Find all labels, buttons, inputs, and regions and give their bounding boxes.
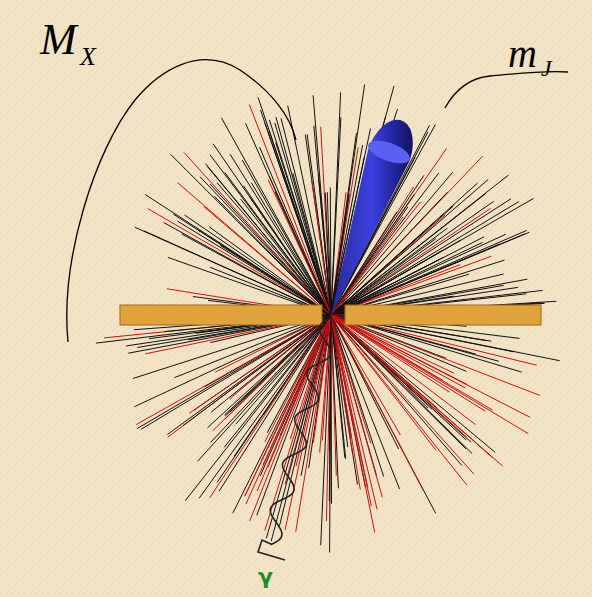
- particle-tracks: [96, 85, 560, 553]
- mass-subscript: X: [80, 44, 96, 70]
- track: [331, 315, 530, 417]
- track: [314, 126, 331, 315]
- track: [204, 207, 331, 315]
- track: [331, 315, 503, 466]
- track: [211, 315, 331, 412]
- track: [331, 315, 436, 450]
- track: [331, 315, 462, 466]
- mass-subscript: J: [541, 56, 552, 80]
- track: [331, 315, 382, 497]
- track: [331, 125, 435, 315]
- track: [296, 315, 331, 532]
- track: [331, 315, 493, 410]
- beam-pipe: [345, 305, 541, 325]
- mass-symbol: M: [40, 18, 77, 62]
- track: [171, 154, 331, 315]
- track: [331, 315, 467, 485]
- mass-symbol: m: [508, 34, 537, 74]
- track: [209, 227, 331, 315]
- track: [331, 315, 467, 437]
- beam-pipe: [120, 305, 322, 325]
- photon-label: γ: [258, 566, 273, 588]
- track: [184, 153, 331, 315]
- track: [245, 315, 331, 496]
- track: [241, 199, 331, 315]
- track: [207, 166, 331, 315]
- track: [230, 154, 331, 315]
- bracket: [67, 60, 296, 342]
- track: [331, 315, 424, 491]
- photon-line: [258, 318, 331, 560]
- track: [331, 315, 495, 452]
- track: [258, 97, 331, 315]
- track: [185, 215, 332, 315]
- track: [296, 315, 331, 466]
- track: [164, 223, 331, 316]
- track: [268, 180, 331, 315]
- track: [330, 188, 332, 316]
- track: [182, 234, 331, 315]
- track: [331, 315, 348, 447]
- jet-cone-top: [365, 136, 413, 168]
- track: [144, 231, 331, 315]
- track: [148, 209, 331, 315]
- track: [219, 315, 331, 491]
- track: [265, 315, 331, 531]
- track: [319, 175, 332, 315]
- track: [178, 221, 332, 315]
- track: [214, 196, 331, 315]
- jet-cone: [331, 120, 413, 316]
